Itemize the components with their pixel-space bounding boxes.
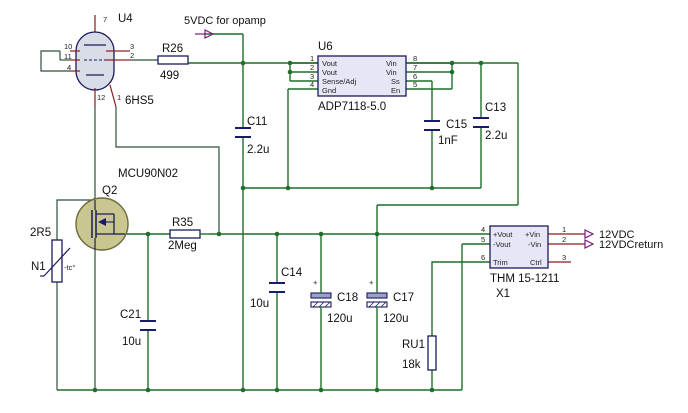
x1-type: THM 15-1211 [490,273,559,285]
x1-pin-name-nvin: -Vin [528,240,541,249]
ru1-value: 18k [402,359,421,371]
x1-pin-name-pvin: +Vin [525,230,540,239]
thermistor-n1: 2R5 N1 -tc° [30,227,75,283]
u6-pin-name-vin-8: Vin [386,59,397,68]
u6-pin-num-5: 5 [413,80,417,89]
resistor-r26: R26 499 [157,43,189,82]
c15-ref: C15 [446,119,467,131]
u6-pin-name-ss: Ss [391,77,400,86]
c13-value: 2.2u [485,130,507,142]
c21-ref: C21 [120,309,141,321]
capacitor-c17: + C17 120u [366,278,414,325]
c13-ref: C13 [485,102,506,114]
u6-pin-name-vout-2: Vout [322,68,338,77]
net-12vret-label: 12VDCreturn [599,239,663,251]
regulator-u6: U6 ADP7118-5.0 1 2 3 4 Vout Vout Sense/A… [310,41,417,113]
u4-ref: U4 [118,13,133,25]
net-5v-label: 5VDC for opamp [184,15,266,27]
u6-body [317,55,407,97]
u6-pin-name-gnd: Gnd [322,86,336,95]
tube-pin-7: 7 [103,15,107,24]
r35-value: 2Meg [168,240,197,252]
wires [40,33,585,391]
x1-pin-num-1: 1 [562,225,566,234]
r26-value: 499 [160,70,179,82]
tube-envelope [75,31,115,91]
x1-pin-num-6: 6 [481,253,485,262]
c17-plus: + [369,278,374,287]
ru1-ref: RU1 [402,339,425,351]
r35-ref: R35 [172,217,193,229]
u6-pin-name-vin-7: Vin [386,68,397,77]
resistor-r35: R35 2Meg [168,217,210,252]
u4-type: 6HS5 [125,95,154,107]
u6-ref: U6 [318,41,333,53]
c17-value: 120u [383,313,409,325]
x1-pin-name-pvout: +Vout [493,230,513,239]
u6-pin-num-7: 7 [413,63,417,72]
mosfet-q2: MCU90N02 Q2 [75,168,178,251]
net-12v-label: 12VDC [599,229,635,241]
q2-part: MCU90N02 [118,168,178,180]
c17-ref: C17 [393,292,414,304]
c15-value: 1nF [438,135,458,147]
x1-pin-name-ctrl: Ctrl [530,258,542,267]
tube-pin-4: 4 [67,63,71,72]
x1-pin-num-3: 3 [562,253,566,262]
resistor-ru1: RU1 18k [402,335,437,371]
c14-ref: C14 [281,267,303,279]
u6-pin-name-sense: Sense/Adj [322,77,357,86]
u6-pin-num-3: 3 [310,72,314,81]
capacitor-c11: C11 2.2u [235,116,269,156]
u6-pin-name-en: En [391,86,400,95]
u6-pin-num-8: 8 [413,54,417,63]
capacitor-c14: C14 10u [250,267,303,310]
c11-value: 2.2u [247,144,269,156]
u6-type: ADP7118-5.0 [318,101,386,113]
x1-pin-num-2: 2 [562,235,566,244]
tube-pin-1: 1 [117,93,121,102]
n1-value: 2R5 [30,227,51,239]
c11-ref: C11 [247,116,267,128]
tube-u4: 7 10 11 4 3 2 12 1 U4 6HS5 [64,13,154,108]
tube-pin-11: 11 [64,52,72,61]
junction-dots [92,60,484,393]
n1-tc-mark: -tc° [64,263,75,272]
tube-pin-10: 10 [64,42,72,51]
net-flags-12v: 12VDC 12VDCreturn [584,229,663,251]
u6-pin-num-4: 4 [310,80,314,89]
x1-pin-name-trim: Trim [493,258,508,267]
net-flag-5v: 5VDC for opamp [184,15,266,39]
q2-ref: Q2 [102,185,117,197]
x1-pin-num-4: 4 [481,225,485,234]
capacitor-c13: C13 2.2u [473,102,507,142]
tube-pin-2: 2 [130,51,134,60]
x1-ref: X1 [496,288,510,300]
n1-ref: N1 [31,261,46,273]
c18-value: 120u [327,313,353,325]
converter-x1: 4 5 6 +Vout -Vout Trim 1 2 3 +Vin -Vin C… [481,225,566,300]
r26-ref: R26 [162,43,183,55]
u6-pin-num-1: 1 [310,54,314,63]
c21-value: 10u [122,336,141,348]
x1-pin-num-5: 5 [481,235,485,244]
capacitor-c15: C15 1nF [424,119,467,147]
capacitor-c21: C21 10u [120,309,156,348]
tube-pin-3: 3 [130,42,134,51]
tube-pin-12: 12 [97,93,105,102]
u6-pin-name-vout-1: Vout [322,59,338,68]
u6-pin-num-2: 2 [310,63,314,72]
capacitor-c18: + C18 120u [310,278,358,325]
c14-value: 10u [250,298,269,310]
c18-plus: + [313,278,318,287]
c18-ref: C18 [337,292,358,304]
u6-pin-num-6: 6 [413,72,417,81]
x1-pin-name-nvout: -Vout [493,240,511,249]
x1-body [489,225,549,269]
